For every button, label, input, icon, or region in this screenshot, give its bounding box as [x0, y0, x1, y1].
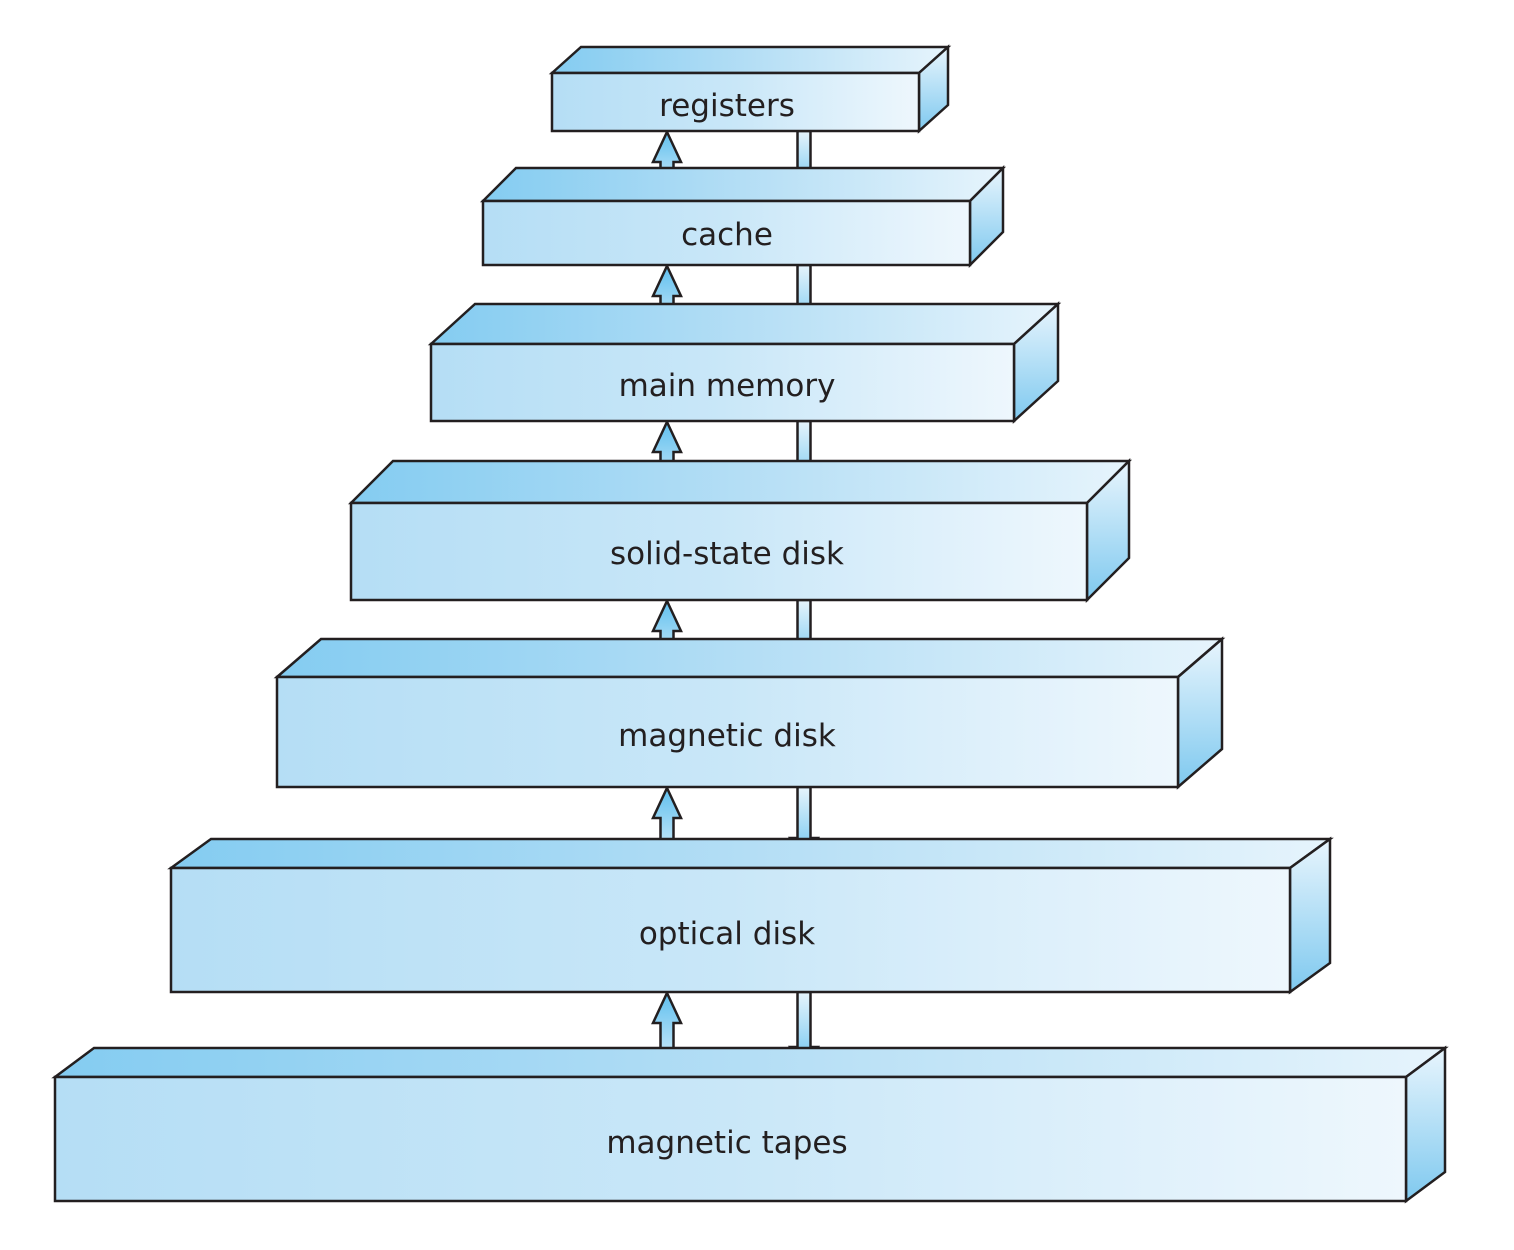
- level-label: main memory: [619, 368, 836, 404]
- box-front-face: [53, 1075, 1408, 1203]
- level-solid-state-disk: solid-state disk: [347, 457, 1133, 604]
- box-top-face: [479, 166, 1007, 203]
- boxes-layer: registers cache main memory solid-state …: [51, 44, 1449, 1204]
- box-top-face: [548, 45, 952, 75]
- box-front-face: [275, 675, 1180, 789]
- box-top-face: [167, 837, 1334, 870]
- box-front-face: [550, 71, 921, 133]
- box-front-face: [429, 342, 1016, 423]
- level-label: solid-state disk: [610, 536, 844, 572]
- level-label: magnetic tapes: [606, 1125, 847, 1161]
- box-front-face: [169, 866, 1292, 994]
- box-front-face: [481, 199, 972, 267]
- level-registers: registers: [548, 44, 952, 134]
- box-top-face: [51, 1046, 1449, 1079]
- level-main-memory: main memory: [427, 301, 1062, 424]
- level-magnetic-tapes: magnetic tapes: [51, 1045, 1449, 1204]
- level-cache: cache: [479, 164, 1007, 269]
- level-label: cache: [681, 217, 773, 253]
- level-label: magnetic disk: [618, 718, 836, 754]
- level-optical-disk: optical disk: [167, 836, 1334, 995]
- box-top-face: [427, 302, 1062, 346]
- level-magnetic-disk: magnetic disk: [273, 636, 1226, 790]
- level-label: optical disk: [639, 916, 815, 952]
- box-front-face: [349, 501, 1089, 602]
- box-top-face: [347, 459, 1133, 505]
- level-label: registers: [659, 88, 795, 124]
- box-top-face: [273, 637, 1226, 679]
